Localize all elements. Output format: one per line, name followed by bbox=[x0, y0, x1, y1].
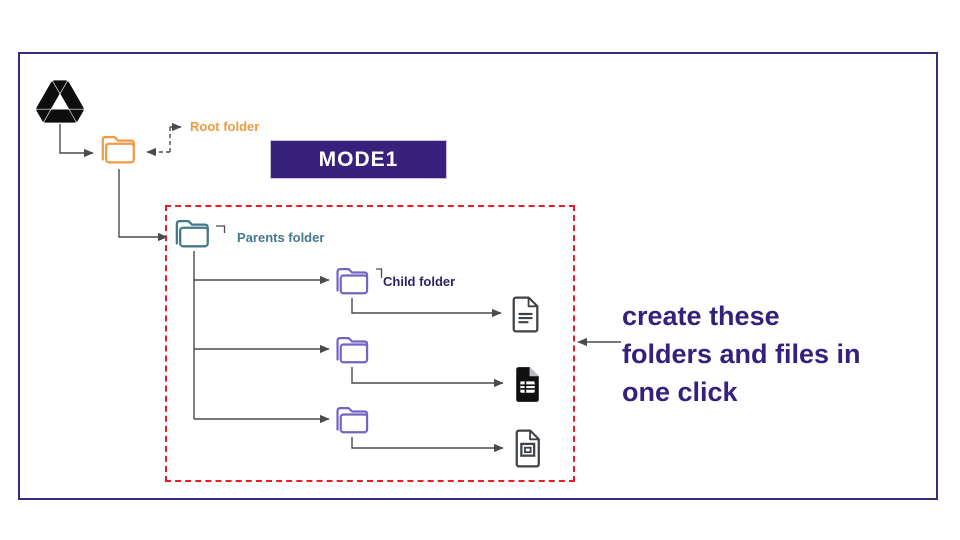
root-folder-icon bbox=[101, 135, 135, 164]
connector-drive-to-root bbox=[59, 124, 94, 158]
connector-child-label bbox=[376, 268, 383, 278]
connector-parents-label bbox=[216, 225, 226, 233]
root-folder-label: Root folder bbox=[190, 119, 260, 134]
mode-badge-label: MODE1 bbox=[318, 147, 399, 171]
connector-folder1-to-doc bbox=[351, 298, 502, 318]
child-folder-icon-2 bbox=[336, 337, 369, 364]
google-docs-file-icon bbox=[512, 296, 539, 333]
connector-root-label-dashed bbox=[146, 122, 182, 157]
highlight-dashed-box bbox=[165, 205, 575, 482]
child-folder-label: Child folder bbox=[383, 274, 456, 289]
google-drive-icon bbox=[36, 80, 84, 123]
child-folder-icon-3 bbox=[336, 407, 369, 434]
connector-folder3-to-slide bbox=[351, 437, 504, 453]
parents-folder-label: Parents folder bbox=[237, 230, 325, 245]
google-sheets-file-icon bbox=[516, 367, 539, 402]
outer-frame bbox=[18, 52, 938, 500]
mode-badge: MODE1 bbox=[270, 140, 447, 179]
parents-folder-icon bbox=[175, 219, 209, 248]
caption-text: create these folders and files in one cl… bbox=[622, 297, 922, 411]
connector-root-to-parents bbox=[118, 169, 168, 242]
caption-line-2: folders and files in bbox=[622, 339, 861, 369]
connector-folder2-to-sheet bbox=[351, 367, 504, 388]
caption-line-3: one click bbox=[622, 377, 738, 407]
google-slides-file-icon bbox=[515, 429, 540, 468]
child-folder-icon-1 bbox=[336, 268, 369, 295]
caption-line-1: create these bbox=[622, 301, 780, 331]
